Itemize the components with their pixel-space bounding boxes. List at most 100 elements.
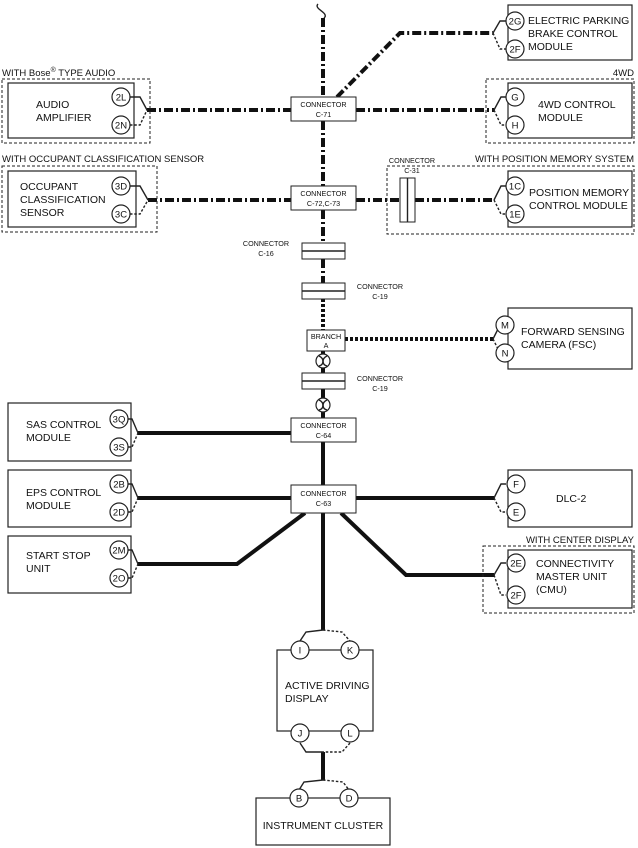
- connector-c31: CONNECTOR C-31: [389, 156, 435, 223]
- pin-label: 1E: [509, 210, 521, 221]
- module-label: MODULE: [26, 432, 71, 444]
- connector-label: CONNECTOR: [300, 100, 346, 109]
- pin-b: [289, 788, 309, 808]
- twisted-pair-icon: [315, 353, 331, 369]
- module-label: CONTROL MODULE: [529, 200, 628, 212]
- occupant-classification-sensor: WITH OCCUPANT CLASSIFICATION SENSOR 3D 3…: [1, 154, 204, 233]
- pin-label: 3Q: [113, 415, 126, 426]
- pin-label: 2N: [115, 121, 127, 132]
- connector-c19-lower: CONNECTOR C-19: [301, 372, 403, 393]
- option-header: WITH Bose® TYPE AUDIO: [2, 66, 115, 79]
- wire-add-top-split-i: [299, 629, 324, 642]
- connector-label: CONNECTOR: [300, 421, 346, 430]
- pin-label: D: [346, 794, 353, 805]
- module-label: POSITION MEMORY: [529, 187, 629, 199]
- pin-label: J: [298, 729, 303, 740]
- module-label: CAMERA (FSC): [521, 339, 596, 351]
- eps-control-module: 2B 2D EPS CONTROL MODULE: [7, 469, 139, 528]
- module-label: MODULE: [538, 112, 583, 124]
- connector-label: CONNECTOR: [389, 156, 435, 165]
- module-label: START STOP: [26, 550, 91, 562]
- module-label: 4WD CONTROL: [538, 99, 616, 111]
- connector-label: C-19: [372, 292, 388, 301]
- pin-label: G: [511, 93, 518, 104]
- pin-label: 2B: [113, 480, 125, 491]
- position-memory-control-module: WITH POSITION MEMORY SYSTEM 1C 1E POSITI…: [386, 154, 635, 235]
- connector-label: CONNECTOR: [300, 489, 346, 498]
- module-label: AUDIO: [36, 99, 69, 111]
- option-header: WITH OCCUPANT CLASSIFICATION SENSOR: [2, 154, 204, 165]
- connectivity-master-unit: WITH CENTER DISPLAY 2E 2F CONNECTIVITY M…: [482, 535, 635, 614]
- wire-ssu: [138, 511, 307, 566]
- pin-label: 2F: [509, 45, 520, 56]
- module-label: SENSOR: [20, 207, 65, 219]
- dlc-2-connector: F E DLC-2: [493, 469, 633, 528]
- module-label: EPS CONTROL: [26, 487, 101, 499]
- branch-label: BRANCH: [311, 332, 341, 341]
- connector-label: C-19: [372, 384, 388, 393]
- module-label: ACTIVE DRIVING: [285, 680, 370, 692]
- option-header: WITH POSITION MEMORY SYSTEM: [475, 154, 634, 165]
- pin-f: [506, 474, 526, 494]
- audio-amplifier-module: WITH Bose® TYPE AUDIO 2L 2N AUDIO AMPLIF…: [1, 66, 151, 144]
- module-label: FORWARD SENSING: [521, 326, 625, 338]
- module-label: MASTER UNIT: [536, 571, 608, 583]
- module-label: INSTRUMENT CLUSTER: [263, 820, 384, 832]
- pin-m: [495, 315, 515, 335]
- instrument-cluster: B D INSTRUMENT CLUSTER: [255, 788, 391, 846]
- pin-label: B: [296, 794, 302, 805]
- module-label: AMPLIFIER: [36, 112, 92, 124]
- module-label: CONNECTIVITY: [536, 558, 614, 570]
- pin-j: [290, 723, 310, 743]
- module-label: MODULE: [26, 500, 71, 512]
- connector-c72-c73: CONNECTOR C-72,C-73: [290, 185, 357, 211]
- module-label: ELECTRIC PARKING: [528, 15, 629, 27]
- wire-add-bottom-split-j: [299, 742, 323, 753]
- pin-label: L: [347, 729, 352, 740]
- pin-label: 2F: [510, 591, 521, 602]
- module-label: DISPLAY: [285, 693, 329, 705]
- pin-2g: [505, 11, 525, 31]
- pin-label: 2M: [112, 546, 125, 557]
- pin-label: 3C: [115, 210, 127, 221]
- module-label: MODULE: [528, 41, 573, 53]
- wire-ic-split-d: [322, 779, 350, 791]
- electric-parking-brake-module: 2G 2F ELECTRIC PARKING BRAKE CONTROL MOD…: [492, 4, 633, 61]
- connector-label: CONNECTOR: [300, 189, 346, 198]
- pin-label: 2G: [509, 17, 522, 28]
- pin-2f: [505, 39, 525, 59]
- pin-label: 2O: [113, 574, 126, 585]
- wire-add-bottom-split-l: [323, 742, 351, 753]
- module-label: CLASSIFICATION: [20, 194, 106, 206]
- pin-label: 3D: [115, 182, 127, 193]
- wire-break-symbol: [316, 3, 326, 19]
- pin-label: 2L: [116, 93, 127, 104]
- module-label: OCCUPANT: [20, 181, 79, 193]
- pin-1e: [505, 204, 525, 224]
- connector-c16: CONNECTOR C-16: [243, 239, 346, 260]
- pin-label: 1C: [509, 182, 521, 193]
- pin-h: [505, 115, 525, 135]
- pin-i: [290, 640, 310, 660]
- pin-label: N: [502, 349, 509, 360]
- pin-g: [505, 87, 525, 107]
- connector-label: C-64: [316, 431, 332, 440]
- pin-d: [339, 788, 359, 808]
- pin-k: [340, 640, 360, 660]
- branch-label: A: [324, 341, 329, 350]
- wire-epb: [335, 31, 493, 99]
- module-label: UNIT: [26, 563, 51, 575]
- connector-label: CONNECTOR: [357, 374, 403, 383]
- wiring: [138, 3, 494, 791]
- connector-c64: CONNECTOR C-64: [290, 417, 357, 443]
- branch-a: BRANCH A: [306, 329, 346, 352]
- connector-label: CONNECTOR: [243, 239, 289, 248]
- wire-add-top-split-k: [322, 629, 351, 642]
- connector-c63: CONNECTOR C-63: [290, 484, 357, 514]
- wire-cmu: [339, 511, 494, 577]
- connector-label: C-63: [316, 499, 332, 508]
- module-label: DLC-2: [556, 493, 587, 505]
- connector-label: C-16: [258, 249, 274, 258]
- connector-label: C-71: [316, 110, 332, 119]
